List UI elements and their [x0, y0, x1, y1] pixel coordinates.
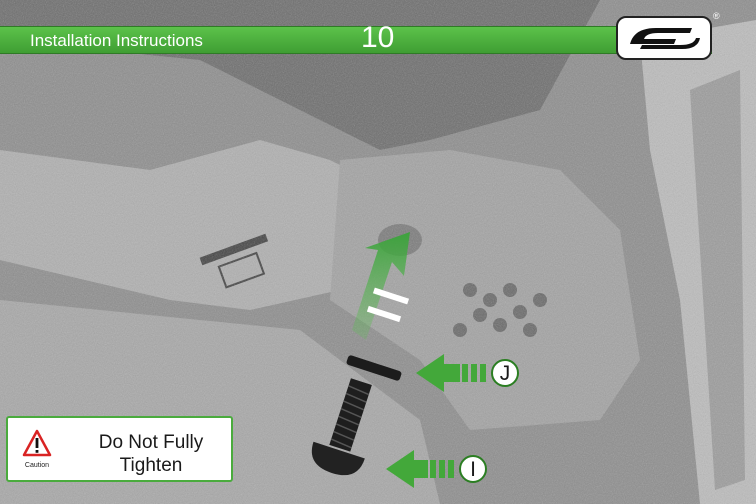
callout-j: J: [491, 359, 519, 387]
callout-i: I: [459, 455, 487, 483]
ep-logo-icon: [616, 16, 712, 60]
header-title: Installation Instructions: [30, 31, 203, 51]
page-number: 10: [361, 22, 394, 54]
caution-message: Do Not Fully Tighten: [76, 431, 226, 477]
caution-line-2: Tighten: [76, 454, 226, 477]
caution-box: Caution Do Not Fully Tighten: [6, 416, 233, 482]
warning-triangle-icon: [22, 429, 52, 457]
caution-line-1: Do Not Fully: [76, 431, 226, 454]
registered-mark: ®: [713, 11, 720, 21]
caution-label: Caution: [20, 462, 54, 469]
